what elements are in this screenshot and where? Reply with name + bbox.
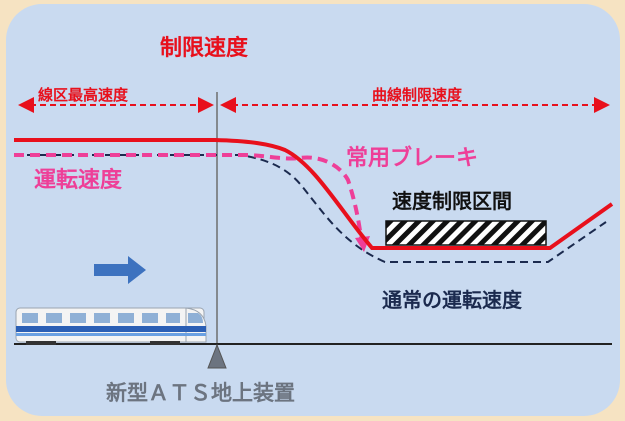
zone-label-curve-limit: 曲線制限速度 (372, 86, 463, 104)
normal-speed-label: 通常の運転速度 (382, 288, 522, 312)
speed-limit-section-label: 速度制限区間 (392, 189, 512, 213)
service-brake-label: 常用ブレーキ (346, 146, 479, 171)
speed-limit-section-box (385, 220, 547, 246)
ground-device-label: 新型ＡＴＳ地上装置 (106, 380, 295, 405)
triangle-marker-icon (207, 343, 227, 369)
diagram-title: 制限速度 (160, 36, 249, 61)
driving-speed-label: 運転速度 (34, 168, 123, 193)
brake-curve (14, 153, 365, 251)
speed-limit-line (14, 138, 614, 250)
train-icon (15, 307, 207, 345)
zone-label-line-max-speed: 線区最高速度 (38, 86, 129, 104)
right-arrow-icon (94, 256, 146, 284)
diagram-panel (6, 4, 620, 416)
normal-speed-line (14, 154, 607, 263)
